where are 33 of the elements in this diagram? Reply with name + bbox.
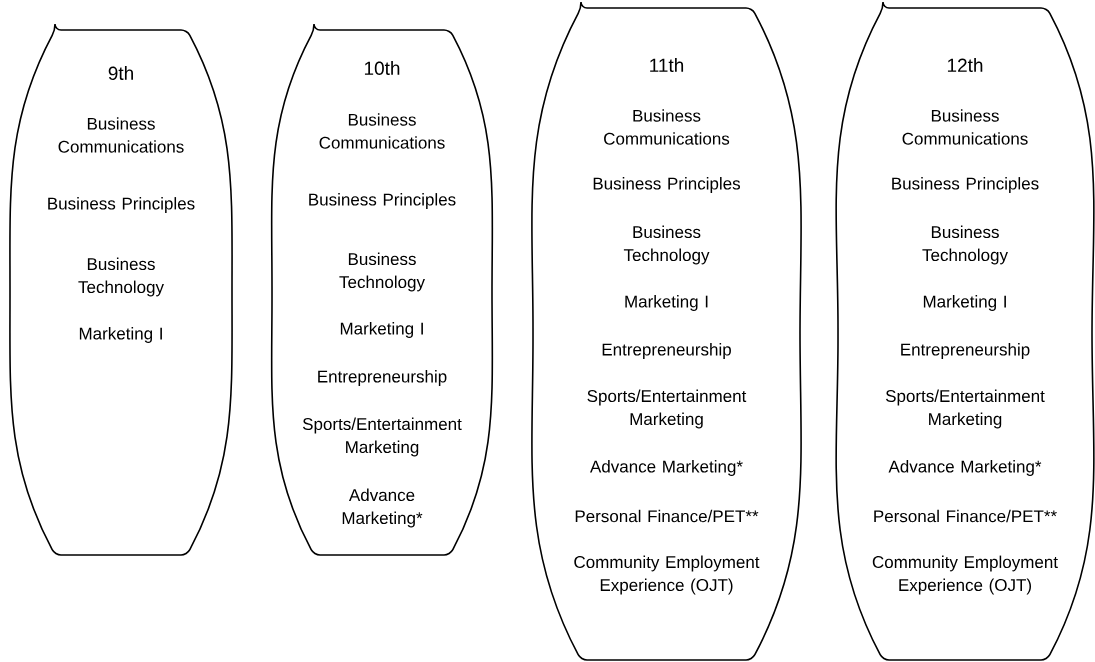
course-name: Personal Finance/PET** [874, 509, 1057, 523]
course-name: Marketing I [625, 295, 708, 311]
grade-heading: 9th [108, 66, 133, 80]
course-name: Business Communications [319, 113, 445, 149]
course-name: Advance Marketing* [590, 460, 743, 476]
course-name: Advance Marketing* [888, 460, 1042, 476]
grade-heading: 10th [364, 61, 400, 75]
course-name: Business Technology [623, 225, 710, 265]
course-name: Personal Finance/PET** [575, 509, 759, 523]
course-name: Sports/Entertainment Marketing [885, 389, 1045, 429]
course-name: Sports/Entertainment Marketing [587, 389, 747, 429]
course-name: Marketing I [79, 327, 162, 343]
course-name: Business Principles [593, 177, 741, 193]
course-name: Business Communications [604, 109, 730, 145]
course-name: Entrepreneurship [901, 343, 1030, 359]
course-name: Business Technology [922, 225, 1008, 265]
course-name: Business Principles [48, 197, 195, 213]
course-name: Business Technology [78, 257, 164, 297]
course-name: Marketing I [340, 322, 423, 338]
course-name: Business Communications [902, 109, 1028, 145]
grade-heading: 12th [947, 58, 983, 72]
course-name: Entrepreneurship [318, 370, 447, 386]
course-name: Marketing I [923, 295, 1006, 311]
course-name: Advance Marketing* [342, 488, 423, 528]
course-name: Business Principles [309, 193, 456, 209]
course-name: Entrepreneurship [602, 343, 731, 359]
grade-heading: 11th [650, 58, 684, 72]
course-name: Business Communications [58, 117, 184, 153]
course-name: Sports/Entertainment Marketing [302, 417, 462, 457]
course-name: Community Employment Experience (OJT) [574, 555, 760, 595]
course-name: Business Principles [892, 177, 1039, 193]
course-name: Business Technology [339, 252, 425, 292]
course-name: Community Employment Experience (OJT) [872, 555, 1058, 595]
